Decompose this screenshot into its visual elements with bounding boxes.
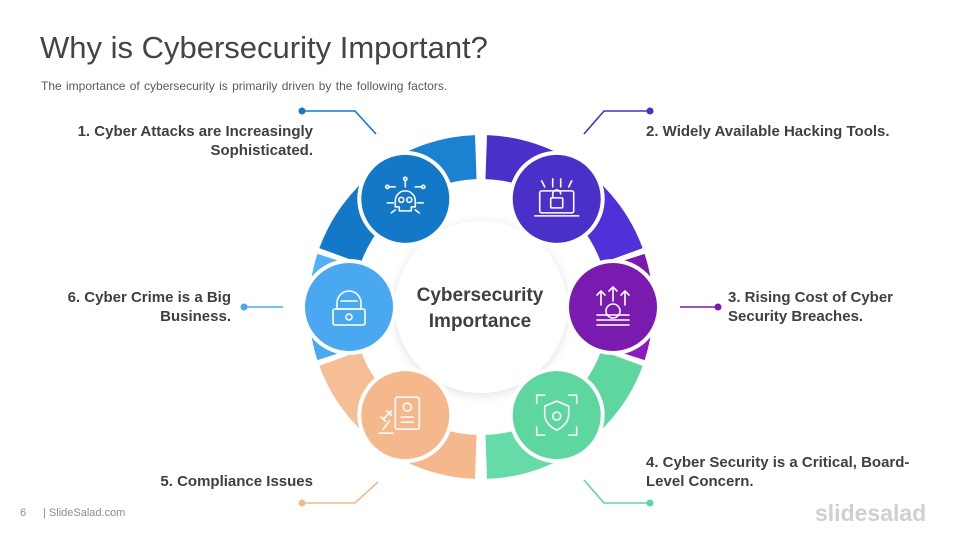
factor-node-5	[357, 367, 454, 464]
factor-label-2-line1: 2. Widely Available Hacking Tools.	[646, 123, 890, 140]
connector-dot	[298, 107, 306, 115]
factor-label-2: 2. Widely Available Hacking Tools.	[646, 122, 936, 141]
center-label-line2: Importance	[428, 311, 532, 332]
factor-label-4: 4. Cyber Security is a Critical, Board- …	[646, 453, 946, 491]
slide-title: Why is Cybersecurity Important?	[40, 30, 488, 65]
factor-label-4-line2: Level Concern.	[646, 473, 754, 490]
money-arrows-icon	[596, 286, 630, 326]
center-label-line1: Cybersecurity	[416, 285, 544, 306]
factor-label-6: 6. Cyber Crime is a Big Business.	[40, 288, 231, 326]
factor-node-circle	[512, 154, 601, 243]
connector-line	[302, 110, 377, 135]
hacker-laptop-icon	[332, 290, 366, 326]
factor-node-1	[357, 150, 454, 247]
laptop-lock-icon	[533, 178, 580, 217]
factor-label-1: 1. Cyber Attacks are Increasingly Sophis…	[40, 122, 313, 160]
factor-node-circle	[305, 263, 393, 351]
center-circle	[395, 221, 567, 393]
factor-nodes	[301, 150, 661, 464]
connector-dot	[298, 499, 306, 507]
page-number: 6	[20, 507, 27, 519]
connector-dot	[240, 303, 248, 311]
factor-node-4	[508, 367, 605, 464]
factor-node-circle	[361, 154, 450, 243]
factor-label-1-line2: Sophisticated.	[210, 142, 313, 159]
factor-label-3-line2: Security Breaches.	[728, 308, 864, 325]
factor-label-6-line1: 6. Cyber Crime is a Big	[67, 289, 231, 306]
document-gavel-icon	[378, 396, 421, 434]
factor-node-circle	[512, 371, 601, 460]
factor-label-5: 5. Compliance Issues	[100, 472, 313, 491]
connector-dot	[646, 499, 654, 507]
factor-label-3-line1: 3. Rising Cost of Cyber	[728, 289, 894, 306]
footer-brand: | SlideSalad.com	[43, 507, 126, 519]
factor-label-6-line2: Business.	[160, 308, 231, 325]
connector-line	[583, 110, 650, 135]
connector-line	[583, 479, 650, 504]
factor-node-circle	[361, 371, 450, 460]
shield-scan-icon	[535, 394, 578, 436]
factor-label-3: 3. Rising Cost of Cyber Security Breache…	[728, 288, 948, 326]
connector-line	[302, 481, 379, 504]
factor-node-3	[565, 259, 661, 355]
slidesalad-logo: slidesalad	[815, 500, 927, 526]
factor-node-2	[508, 150, 605, 247]
slide-subtitle: The importance of cybersecurity is prima…	[41, 79, 448, 93]
skull-circuit-icon	[384, 176, 426, 214]
factor-label-5-line1: 5. Compliance Issues	[160, 473, 313, 490]
connector-lines	[240, 107, 722, 507]
connector-dot	[714, 303, 722, 311]
factor-node-circle	[569, 263, 657, 351]
connector-dot	[646, 107, 654, 115]
center-label: Cybersecurity Importance	[395, 283, 565, 335]
factor-node-6	[301, 259, 397, 355]
factor-label-4-line1: 4. Cyber Security is a Critical, Board-	[646, 454, 910, 471]
factor-label-1-line1: 1. Cyber Attacks are Increasingly	[77, 123, 313, 140]
